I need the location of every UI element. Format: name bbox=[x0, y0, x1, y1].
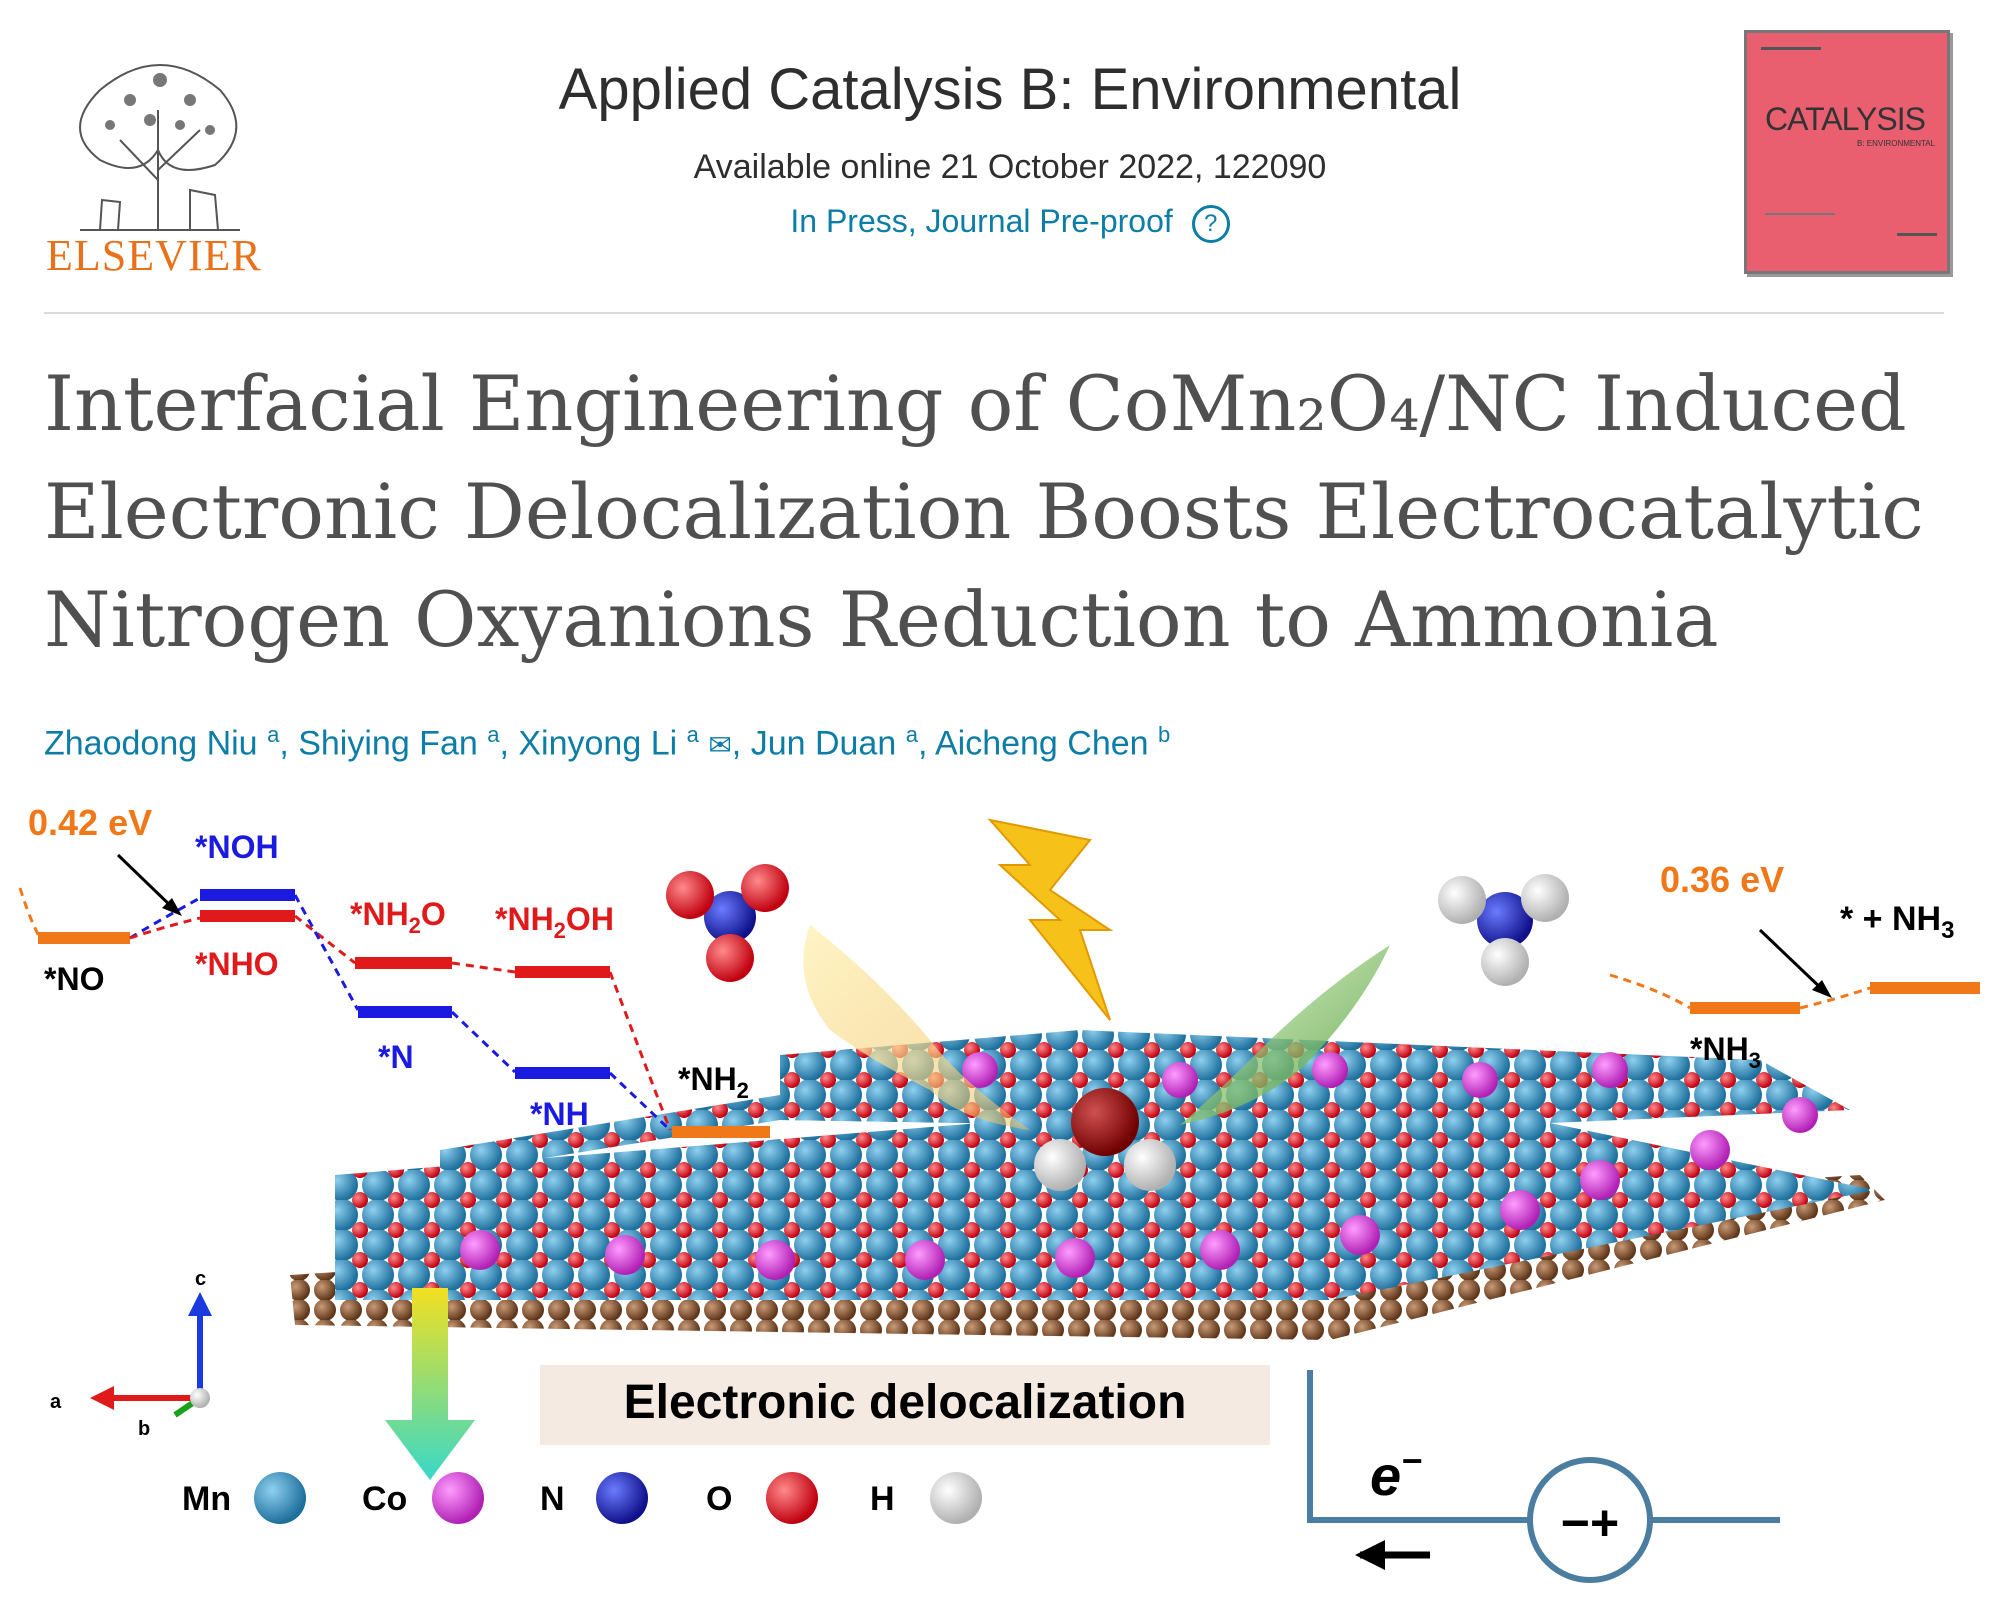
label-text: *NH bbox=[678, 1061, 737, 1097]
intermediate-label: *NH2O bbox=[350, 896, 446, 938]
publisher-name: ELSEVIER bbox=[46, 231, 262, 280]
intermediate-label: *NHO bbox=[195, 946, 279, 982]
legend-label: O bbox=[706, 1480, 732, 1518]
electron-circuit bbox=[1307, 1370, 1780, 1583]
affiliation-marker[interactable]: a bbox=[905, 722, 918, 747]
product-plume bbox=[1180, 945, 1390, 1125]
intermediate-label: * + NH3 bbox=[1840, 900, 1954, 944]
cover-subtitle: B: ENVIRONMENTAL bbox=[1857, 139, 1936, 148]
product-energy-profile bbox=[1609, 928, 1980, 1014]
light-plume bbox=[803, 925, 1030, 1130]
label-text: *NH bbox=[350, 896, 409, 932]
label-subscript: 3 bbox=[1749, 1048, 1761, 1073]
intermediate-label: *NH2 bbox=[678, 1061, 749, 1103]
article-status-text[interactable]: In Press, Journal Pre-proof bbox=[790, 203, 1173, 239]
nitrate-molecule-icon bbox=[666, 864, 789, 982]
title-line: Nitrogen Oxyanions Reduction to Ammonia bbox=[44, 575, 1719, 664]
cover-decoration bbox=[1761, 47, 1821, 50]
reaction-energy-profile bbox=[18, 853, 770, 1138]
title-line: Interfacial Engineering of CoMn₂O₄/NC In… bbox=[44, 359, 1907, 448]
label-subscript: 2 bbox=[409, 913, 421, 938]
affiliation-marker[interactable]: a bbox=[267, 722, 280, 747]
intermediate-label: *NOH bbox=[195, 829, 279, 865]
label-subscript: 2 bbox=[554, 918, 566, 943]
legend-swatch bbox=[254, 1472, 306, 1524]
cover-decoration bbox=[1765, 213, 1835, 215]
label-subscript: 3 bbox=[1941, 917, 1954, 944]
article-header: ELSEVIER Applied Catalysis B: Environmen… bbox=[0, 0, 2007, 300]
graphical-abstract: 0.42 eV 0.36 eV *NO *NOH *NHO *NH2O *NH2… bbox=[18, 802, 1980, 1583]
cover-title: CATALYSIS bbox=[1765, 101, 1926, 137]
intermediate-label: *NO bbox=[44, 961, 104, 997]
delocalization-label: Electronic delocalization bbox=[624, 1376, 1187, 1429]
legend-label: Mn bbox=[182, 1480, 231, 1518]
cobalt-atoms bbox=[460, 1052, 1818, 1280]
title-line: Electronic Delocalization Boosts Electro… bbox=[44, 467, 1924, 556]
affiliation-marker[interactable]: a bbox=[487, 722, 500, 747]
journal-cover[interactable]: CATALYSIS B: ENVIRONMENTAL bbox=[1744, 30, 1950, 274]
journal-name[interactable]: Applied Catalysis B: Environmental bbox=[558, 57, 1462, 122]
down-arrow-icon bbox=[385, 1288, 475, 1480]
label-superscript: − bbox=[1401, 1440, 1422, 1481]
label-text: *NH bbox=[495, 901, 554, 937]
axis-label: c bbox=[195, 1268, 206, 1290]
intermediate-label: *N bbox=[378, 1039, 414, 1075]
oxide-terrace-edge bbox=[440, 1095, 1390, 1175]
delocalization-banner bbox=[540, 1365, 1270, 1445]
label-text: O bbox=[421, 896, 446, 932]
author-link[interactable]: Aicheng Chen bbox=[934, 724, 1149, 763]
author-link[interactable]: Xinyong Li bbox=[518, 724, 678, 763]
journal-info: Applied Catalysis B: Environmental Avail… bbox=[380, 50, 1640, 243]
help-icon[interactable]: ? bbox=[1191, 204, 1230, 243]
label-text: e bbox=[1370, 1444, 1401, 1507]
electron-label: e− bbox=[1370, 1440, 1422, 1507]
author-link[interactable]: Jun Duan bbox=[750, 724, 897, 763]
oxide-slab bbox=[335, 1090, 1875, 1300]
power-source-label: −+ bbox=[1561, 1495, 1619, 1551]
label-text: *NH bbox=[1690, 1031, 1749, 1067]
intermediate-label: *NH bbox=[530, 1096, 589, 1132]
cover-decoration bbox=[1897, 233, 1937, 236]
legend-swatch bbox=[930, 1472, 982, 1524]
email-icon[interactable]: ✉ bbox=[708, 729, 732, 761]
header-divider bbox=[44, 312, 1944, 314]
article-title: Interfacial Engineering of CoMn₂O₄/NC In… bbox=[44, 350, 1964, 674]
intermediate-label: *NH2OH bbox=[495, 901, 614, 943]
energy-barrier-label: 0.42 eV bbox=[28, 802, 152, 843]
author-link[interactable]: Zhaodong Niu bbox=[44, 724, 258, 763]
legend-swatch bbox=[766, 1472, 818, 1524]
label-subscript: 2 bbox=[737, 1078, 749, 1103]
label-text: OH bbox=[566, 901, 614, 937]
energy-barrier-label: 0.36 eV bbox=[1660, 859, 1784, 900]
affiliation-marker[interactable]: a bbox=[686, 722, 699, 747]
element-legend: Mn Co N O H bbox=[182, 1472, 982, 1524]
publication-date: Available online 21 October 2022, 122090 bbox=[693, 148, 1327, 186]
intermediate-label: *NH3 bbox=[1690, 1031, 1761, 1073]
legend-swatch bbox=[596, 1472, 648, 1524]
legend-label: H bbox=[870, 1480, 895, 1518]
elsevier-tree-logo[interactable] bbox=[40, 30, 280, 270]
water-molecule-icon bbox=[1034, 1088, 1176, 1191]
article-status[interactable]: In Press, Journal Pre-proof ? bbox=[380, 203, 1640, 243]
author-link[interactable]: Shiying Fan bbox=[298, 724, 478, 763]
lightning-bolt-icon bbox=[987, 818, 1114, 1021]
ammonia-molecule-icon bbox=[1438, 874, 1569, 986]
author-list: Zhaodong Niu a, Shiying Fan a, Xinyong L… bbox=[44, 722, 1171, 763]
legend-label: N bbox=[540, 1480, 565, 1518]
legend-swatch bbox=[432, 1472, 484, 1524]
legend-label: Co bbox=[362, 1480, 407, 1518]
axis-label: a bbox=[50, 1391, 62, 1413]
axis-label: b bbox=[138, 1418, 150, 1440]
affiliation-marker[interactable]: b bbox=[1158, 722, 1171, 747]
label-text: * + NH bbox=[1840, 900, 1941, 938]
crystal-axes-icon bbox=[90, 1292, 212, 1418]
